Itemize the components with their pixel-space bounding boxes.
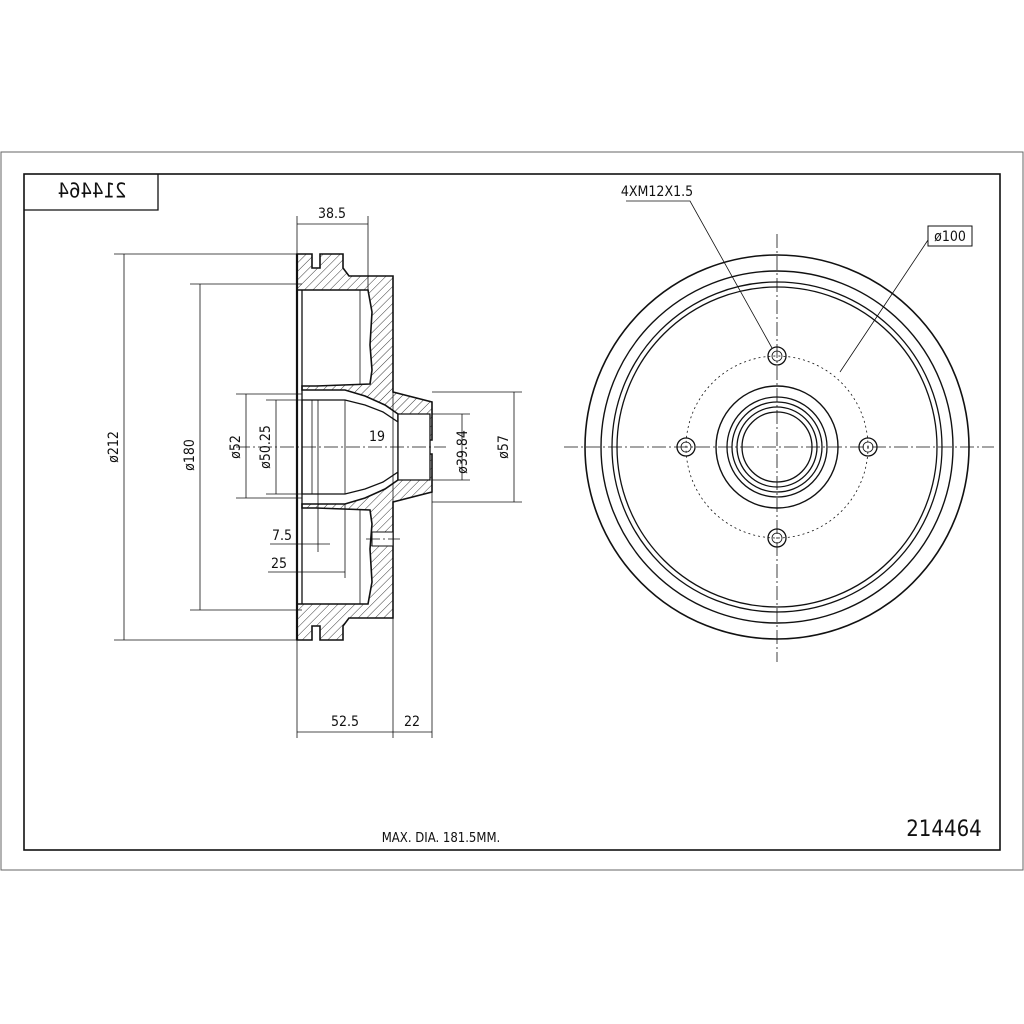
callout-pcd: ø100	[934, 229, 966, 245]
dim-dia-52: ø52	[228, 435, 244, 459]
dim-19: 19	[369, 429, 385, 445]
section-view	[236, 253, 446, 641]
dim-25: 25	[271, 556, 287, 572]
section-dimensions: 38.5 ø212 ø180 ø52 ø50.25 19 ø39.84 ø57	[106, 206, 522, 738]
dim-52-5: 52.5	[331, 714, 359, 730]
sheet-border	[0, 151, 1024, 871]
dim-22: 22	[404, 714, 420, 730]
callouts: 4XM12X1.5 ø100	[621, 184, 973, 373]
part-number: 214464	[906, 817, 982, 842]
dim-dia-57: ø57	[496, 435, 512, 459]
dim-dia-50-25: ø50.25	[258, 425, 274, 469]
dim-dia-39-84: ø39.84	[455, 430, 471, 474]
dim-dia-180: ø180	[182, 439, 198, 471]
dim-38-5: 38.5	[318, 206, 346, 222]
dim-7-5: 7.5	[272, 528, 292, 544]
front-view	[564, 234, 994, 662]
callout-bolt-holes: 4XM12X1.5	[621, 184, 693, 200]
mirrored-part-number: 214464	[58, 179, 127, 203]
title-box: 214464	[24, 174, 159, 211]
max-diameter-note: MAX. DIA. 181.5MM.	[382, 831, 501, 846]
drawing-frame	[23, 173, 1001, 851]
dim-dia-212: ø212	[106, 431, 122, 463]
